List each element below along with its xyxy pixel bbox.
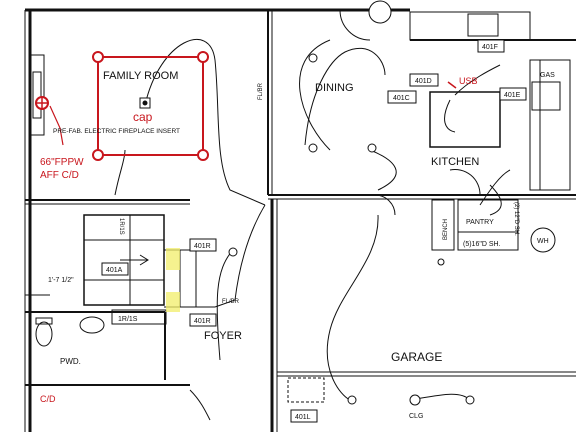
- cap-note: cap: [133, 110, 153, 124]
- wiring: [25, 39, 511, 421]
- bench-label: BENCH: [443, 219, 449, 240]
- dimension-note: 1'-7 1/2": [48, 277, 74, 284]
- room-labels: FAMILY ROOM DINING KITCHEN FOYER GARAGE …: [60, 70, 555, 366]
- closet-note: 1R/1S: [118, 316, 138, 323]
- tag-401F: 401F: [482, 44, 498, 51]
- fppw-note-line1: 66"FPPW: [40, 157, 84, 168]
- light-fixtures: [139, 0, 475, 406]
- foyer-label: FOYER: [204, 330, 242, 342]
- pwd-label: PWD.: [60, 357, 81, 366]
- circuit-tags: 401F 401D 401C 401E 401R 401R 401A 401L: [101, 39, 527, 423]
- clg-note: CLG: [409, 413, 423, 420]
- fireplace-note: PRE-FAB. ELECTRIC FIREPLACE INSERT: [53, 128, 180, 135]
- tag-401D: 401D: [415, 78, 432, 85]
- gas-label: GAS: [540, 72, 555, 79]
- tag-401E: 401E: [504, 92, 521, 99]
- shelf-note: (2) 12"D SH.: [513, 202, 519, 236]
- family-room-label: FAMILY ROOM: [103, 70, 178, 82]
- usb-note: USB: [459, 76, 478, 86]
- notes: PRE-FAB. ELECTRIC FIREPLACE INSERT FL/BR…: [48, 82, 519, 420]
- tag-401L: 401L: [295, 414, 311, 421]
- tag-401A: 401A: [106, 267, 123, 274]
- kitchen-label: KITCHEN: [431, 156, 479, 168]
- fl-br-top-note: FL/BR: [258, 82, 264, 100]
- red-markup: [35, 51, 457, 161]
- fppw-note-line2: AFF C/D: [40, 170, 79, 181]
- wh-label: WH: [537, 238, 549, 245]
- cd-note: C/D: [40, 394, 56, 404]
- fl-br-foyer-note: FL/BR: [222, 299, 240, 305]
- closet-side-note: 1R/1S: [118, 218, 124, 235]
- walls: [24, 8, 576, 432]
- tag-401C: 401C: [393, 95, 410, 102]
- red-notes: cap 66"FPPW AFF C/D USB C/D: [40, 76, 478, 404]
- tag-401R-bottom: 401R: [194, 318, 211, 325]
- shelving-label: (5)16"D SH.: [463, 241, 501, 248]
- highlights: [166, 248, 180, 312]
- dining-label: DINING: [315, 82, 354, 94]
- pantry-label: PANTRY: [466, 219, 494, 226]
- garage-label: GARAGE: [391, 350, 442, 364]
- tag-401R-top: 401R: [194, 243, 211, 250]
